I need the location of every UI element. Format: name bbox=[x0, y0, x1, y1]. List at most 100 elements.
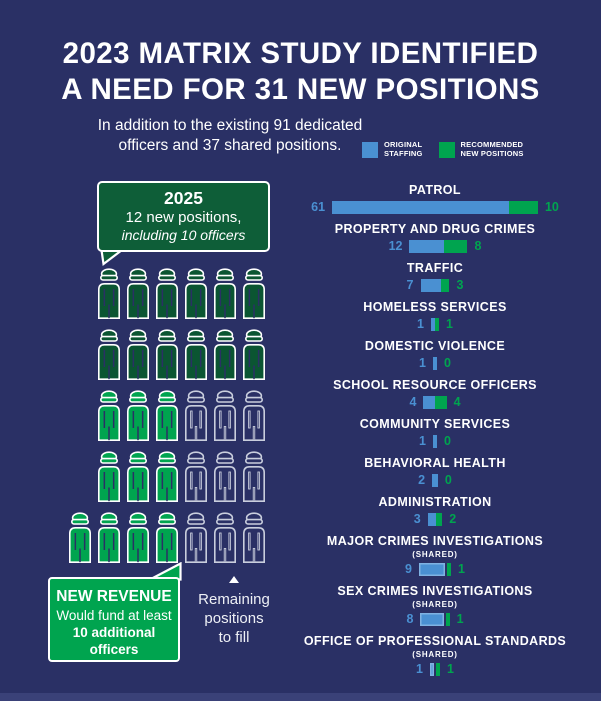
recommended-new-value: 3 bbox=[456, 278, 464, 292]
officer-icon-dark bbox=[243, 268, 265, 319]
original-staffing-bar bbox=[433, 435, 437, 448]
remaining-line-1: Remaining bbox=[198, 591, 270, 608]
subtitle-line-2: officers and 37 shared positions. bbox=[118, 136, 342, 154]
legend-label: ORIGINAL STAFFING bbox=[384, 140, 423, 158]
original-staffing-value: 1 bbox=[416, 662, 423, 676]
officer-icon-dark bbox=[127, 329, 149, 380]
officer-icon-outline bbox=[185, 512, 207, 563]
original-staffing-value: 9 bbox=[405, 562, 412, 576]
recommended-new-value: 1 bbox=[458, 562, 465, 576]
recommended-new-value: 0 bbox=[444, 434, 451, 448]
officer-icon-dark bbox=[127, 268, 149, 319]
officer-icon-bright bbox=[156, 512, 178, 563]
bubble-year: 2025 bbox=[164, 188, 203, 208]
original-staffing-bar bbox=[433, 357, 437, 370]
officer-row bbox=[69, 511, 265, 563]
recommended-new-bar bbox=[435, 396, 447, 409]
recommended-new-bar bbox=[436, 513, 443, 526]
legend-item-recommended-new: RECOMMENDED NEW POSITIONS bbox=[438, 140, 524, 158]
officer-row bbox=[98, 267, 265, 319]
officer-icon-outline bbox=[243, 512, 265, 563]
recommended-new-bar bbox=[444, 240, 468, 253]
original-staffing-value: 1 bbox=[419, 434, 426, 448]
officer-icon-bright bbox=[156, 451, 178, 502]
new-revenue-line-2: 10 additional officers bbox=[72, 625, 156, 657]
officer-icon-dark bbox=[98, 268, 120, 319]
original-staffing-value: 3 bbox=[413, 512, 421, 526]
recommended-new-bar bbox=[440, 279, 450, 292]
speech-bubble-2025: 2025 12 new positions, including 10 offi… bbox=[97, 181, 270, 252]
chart-category-label: ADMINISTRATION bbox=[378, 495, 492, 509]
officer-icon-dark bbox=[185, 329, 207, 380]
officer-icon-bright bbox=[98, 390, 120, 441]
up-triangle-icon bbox=[229, 576, 239, 583]
original-staffing-bar bbox=[430, 663, 434, 676]
original-staffing-bar bbox=[427, 513, 437, 526]
page-title: 2023 MATRIX STUDY IDENTIFIED A NEED FOR … bbox=[0, 36, 601, 107]
chart-category-label: SEX CRIMES INVESTIGATIONS bbox=[337, 584, 533, 598]
footer-strip bbox=[0, 693, 601, 701]
chart-row: PATROL 61 10 bbox=[299, 183, 571, 214]
officer-row bbox=[98, 389, 265, 441]
legend-item-original-staffing: ORIGINAL STAFFING bbox=[362, 140, 423, 158]
chart-category-label: HOMELESS SERVICES bbox=[363, 300, 507, 314]
officer-icon-bright bbox=[156, 390, 178, 441]
original-staffing-value: 12 bbox=[388, 239, 403, 253]
bar-line: 61 10 bbox=[299, 201, 571, 214]
officer-icon-outline bbox=[243, 390, 265, 441]
original-staffing-bar bbox=[409, 240, 445, 253]
original-staffing-bar bbox=[418, 563, 446, 576]
remaining-line-3: to fill bbox=[218, 629, 250, 646]
original-staffing-value: 1 bbox=[419, 356, 426, 370]
shared-tag: (SHARED) bbox=[412, 650, 458, 659]
recommended-new-value: 8 bbox=[474, 239, 482, 253]
original-staffing-value: 4 bbox=[409, 395, 417, 409]
officer-icon-outline bbox=[214, 512, 236, 563]
officer-icon-bright bbox=[69, 512, 91, 563]
recommended-new-bar bbox=[447, 563, 452, 576]
recommended-new-value: 1 bbox=[446, 317, 453, 331]
officer-icon-outline bbox=[185, 390, 207, 441]
officer-icon-dark bbox=[243, 329, 265, 380]
subtitle-line-1: In addition to the existing 91 dedicated bbox=[97, 117, 363, 134]
new-revenue-line-1: Would fund at least bbox=[56, 608, 172, 623]
recommended-new-value: 10 bbox=[544, 200, 559, 214]
bubble-line-2: including 10 officers bbox=[121, 227, 246, 243]
shared-tag: (SHARED) bbox=[412, 600, 458, 609]
recommended-new-value: 0 bbox=[444, 473, 452, 487]
bar-line: 12 8 bbox=[299, 240, 571, 253]
recommended-new-value: 1 bbox=[447, 662, 454, 676]
original-staffing-value: 61 bbox=[311, 200, 326, 214]
chart-category-label: COMMUNITY SERVICES bbox=[359, 417, 511, 431]
chart-category-label: PATROL bbox=[409, 183, 461, 197]
officer-icon-outline bbox=[214, 390, 236, 441]
officer-icon-dark bbox=[156, 268, 178, 319]
remaining-line-2: positions bbox=[204, 610, 264, 627]
remaining-positions-note: Remaining positions to fill bbox=[188, 576, 280, 647]
recommended-new-value: 2 bbox=[449, 512, 457, 526]
legend-label: RECOMMENDED NEW POSITIONS bbox=[460, 140, 524, 158]
new-revenue-callout: NEW REVENUE Would fund at least 10 addit… bbox=[48, 577, 180, 662]
bubble-line-1: 12 new positions, bbox=[125, 209, 242, 226]
chart-category-label: MAJOR CRIMES INVESTIGATIONS bbox=[326, 534, 544, 548]
officer-icon-dark bbox=[214, 329, 236, 380]
officer-row bbox=[98, 328, 265, 380]
subtitle: In addition to the existing 91 dedicated… bbox=[10, 116, 450, 155]
officer-icon-bright bbox=[127, 512, 149, 563]
recommended-new-value: 1 bbox=[456, 612, 464, 626]
